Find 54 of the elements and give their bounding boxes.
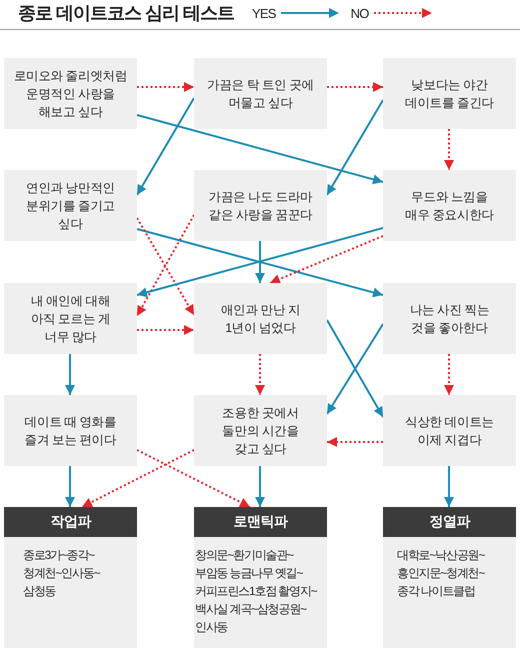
arrow (326, 100, 384, 196)
question-box (194, 170, 327, 241)
question-text: 가끔은 나도 드라마 같은 사랑을 꿈꾼다 (208, 188, 314, 224)
place-list: 창의문~환기미술관~ 부암동 능금나무 옛길~ 커피프린스1호점 촬영지~ 백사실 계곡~삼청공원~ 인사동 (195, 546, 327, 636)
dotted-arrow (136, 449, 250, 508)
dotted-arrow (137, 82, 194, 92)
question-text: 로미오와 줄리엣처럼 운명적인 사랑을 해보고 싶다 (12, 68, 128, 120)
dotted-arrow (327, 82, 383, 92)
question-text: 연인과 낭만적인 분위기를 즐기고 싶다 (25, 180, 116, 232)
question-text: 데이트 때 영화를 즐겨 보는 편이다 (24, 414, 118, 448)
dotted-arrow (82, 449, 194, 508)
arrow (255, 466, 265, 507)
legend-label: YES (252, 6, 276, 20)
question-box (383, 395, 516, 466)
question-box (194, 283, 327, 354)
question-text: 무드와 느낌을 매우 중요시한다 (404, 188, 494, 224)
arrow (136, 98, 195, 196)
question-text: 나는 사진 찍는 것을 좋아한다 (408, 302, 490, 336)
arrow (136, 114, 384, 184)
question-text: 조용한 곳에서 둘만의 시간을 갖고 싶다 (221, 404, 300, 458)
question-text: 애인과 만난 지 1년이 넘었다 (220, 302, 302, 336)
question-box (4, 170, 137, 241)
arrow (255, 241, 265, 283)
result-heading: 작업파 (4, 507, 137, 537)
dotted-arrow (444, 129, 454, 170)
question-box (194, 58, 327, 129)
dotted-arrow (137, 325, 194, 335)
result-heading: 로맨틱파 (194, 507, 327, 537)
arrow (65, 466, 75, 507)
question-box (194, 395, 327, 466)
dotted-arrow (327, 437, 383, 447)
arrow (65, 354, 75, 395)
result-card (194, 507, 327, 648)
question-box (4, 395, 137, 466)
question-box (4, 283, 137, 354)
dotted-arrow (255, 354, 265, 395)
question-box (383, 283, 516, 354)
title: 종로 데이트코스 심리 테스트 (18, 2, 234, 25)
dotted-arrow (444, 354, 454, 395)
question-box (4, 58, 137, 129)
place-list: 종로3가~종각~ 청계천~인사동~ 삼청동 (23, 546, 109, 600)
place-list: 대학로~낙산공원~ 흥인지문~청계천~ 종각 나이트클럽 (397, 546, 494, 600)
arrow (444, 466, 454, 507)
result-heading: 정열파 (383, 507, 516, 537)
result-card (383, 507, 516, 648)
question-text: 식상한 데이트는 이제 지겹다 (404, 414, 495, 448)
question-text: 내 애인에 대해 아직 모르는 게 너무 많다 (30, 292, 112, 346)
dotted-arrow (270, 235, 384, 284)
result-card (4, 507, 137, 648)
question-text: 가끔은 탁 트인 곳에 머물고 싶다 (206, 76, 315, 112)
legend-label: NO (350, 6, 369, 20)
question-box (383, 170, 516, 241)
question-box (383, 58, 516, 129)
question-text: 낮보다는 야간 데이트를 즐긴다 (404, 76, 494, 112)
